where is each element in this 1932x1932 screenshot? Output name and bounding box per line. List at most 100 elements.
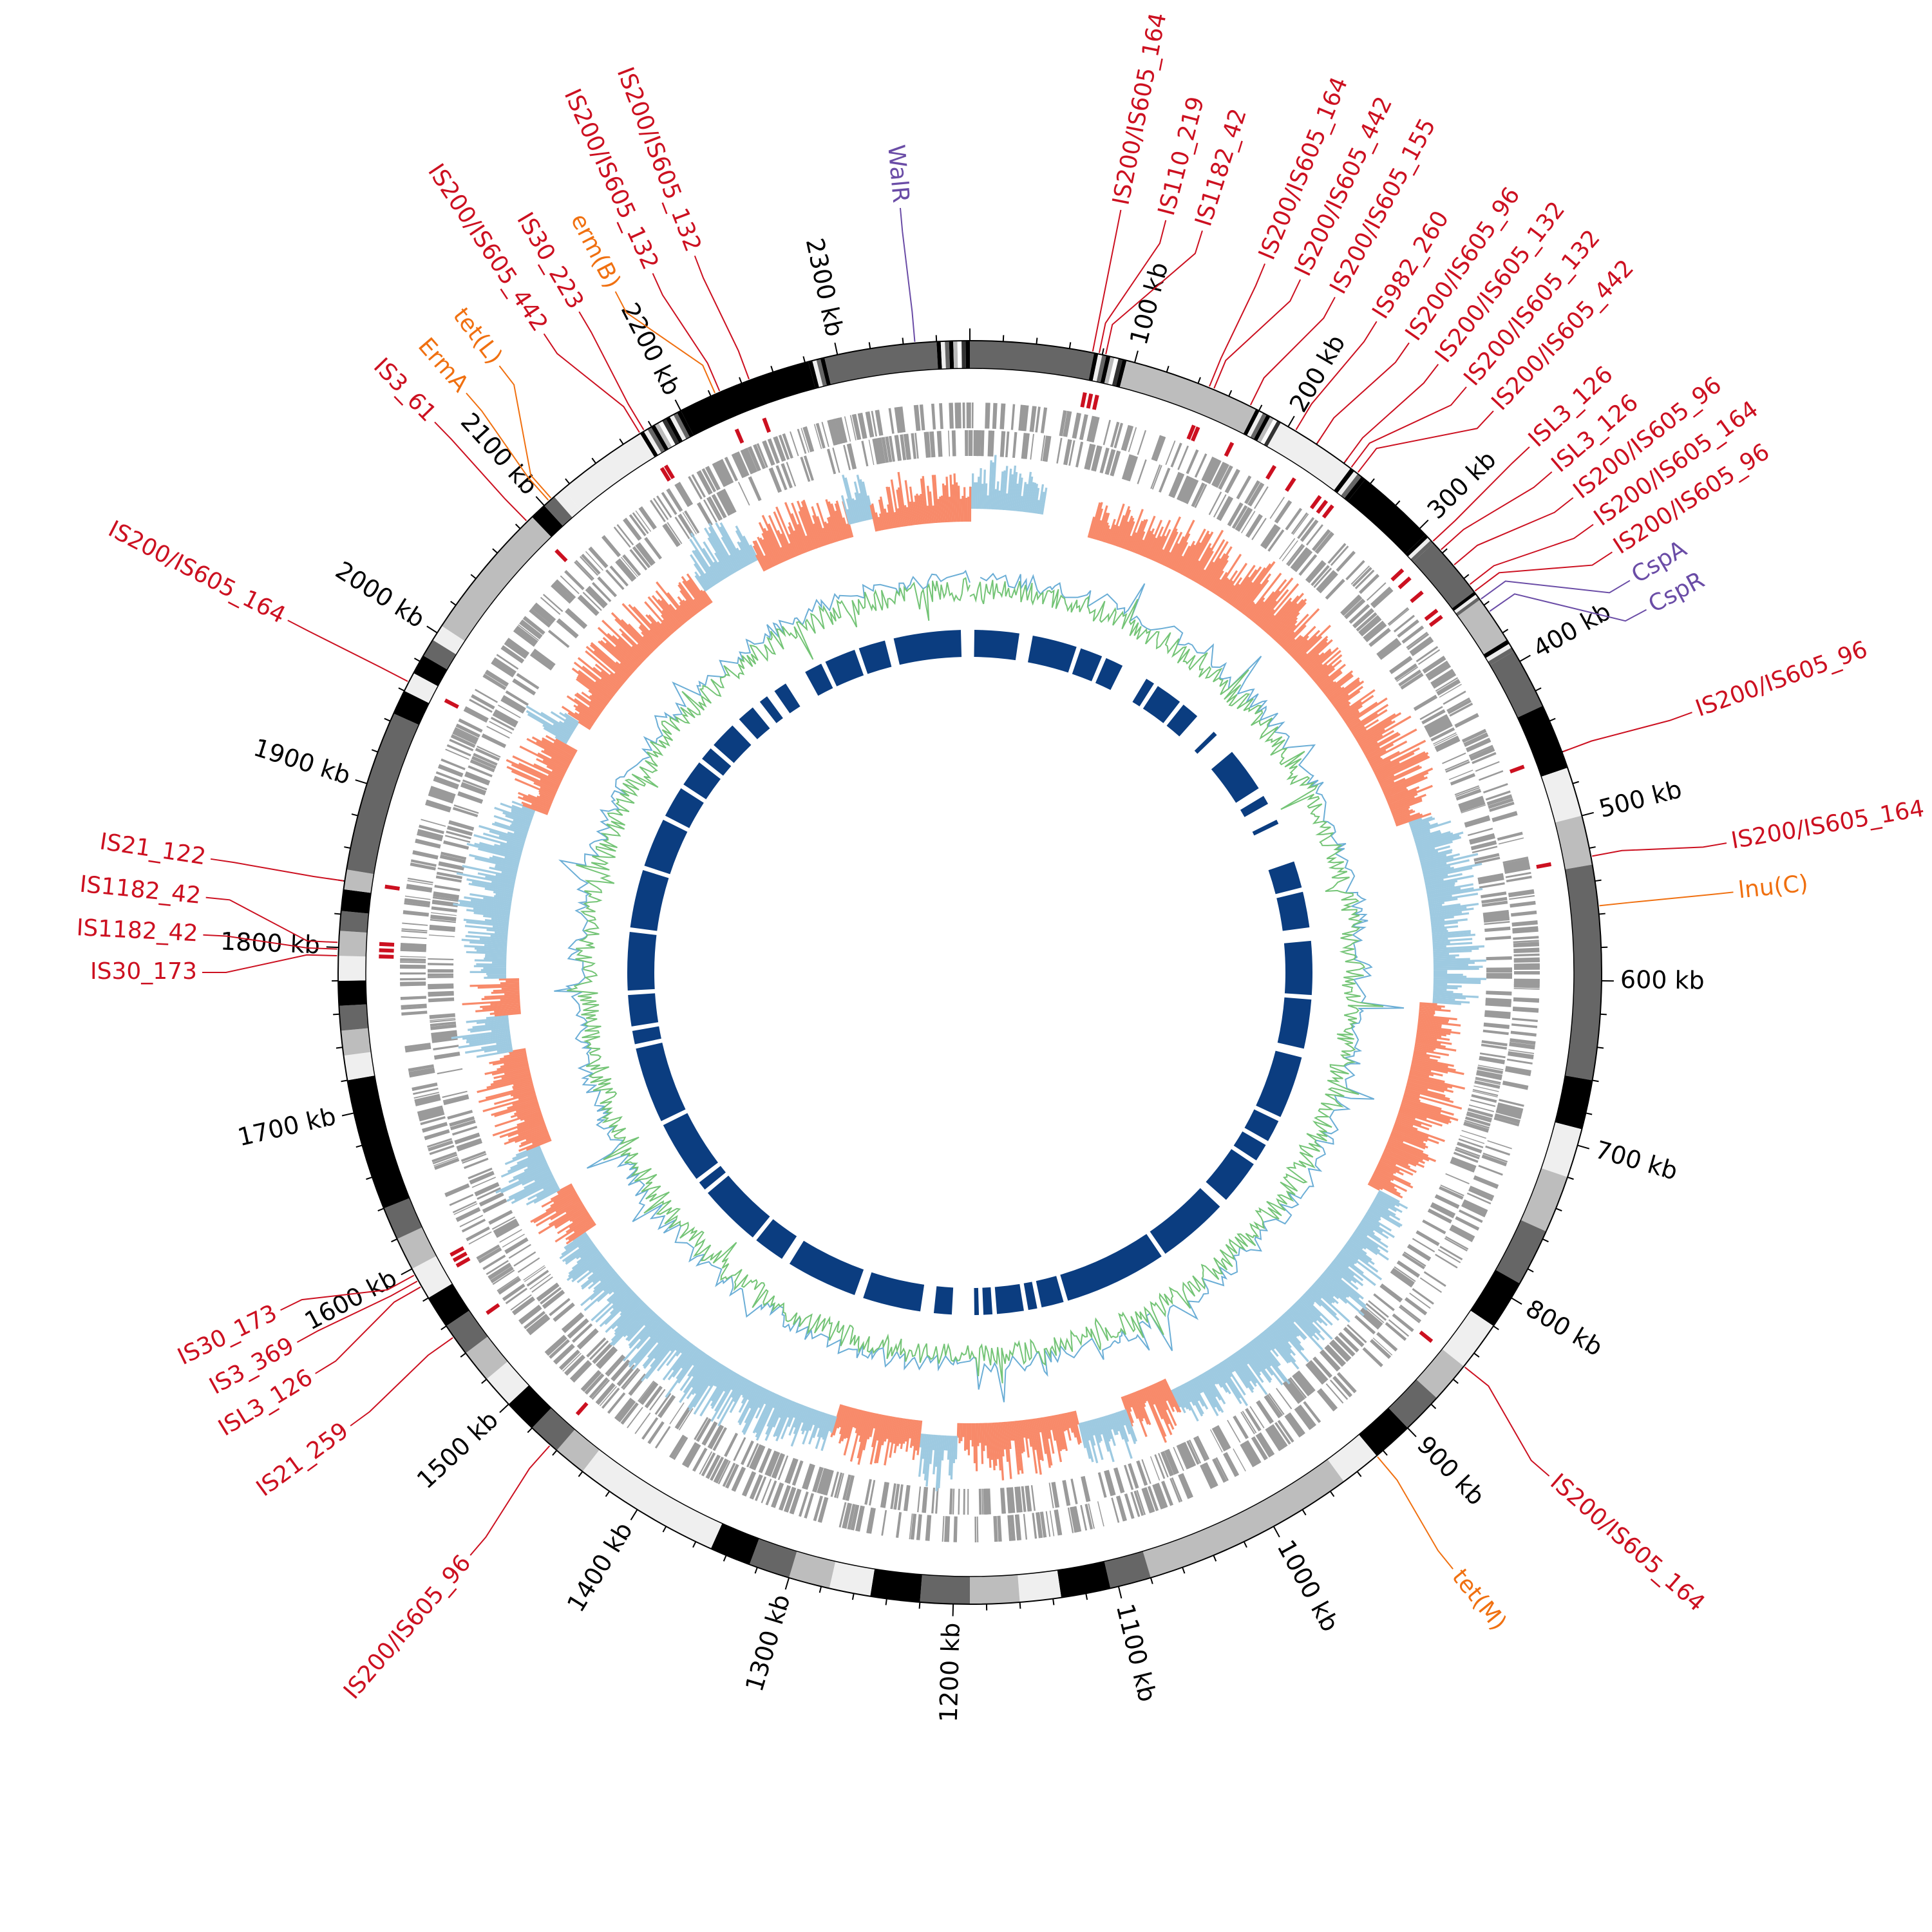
- cds-mark: [562, 1352, 582, 1372]
- gc-skew-bar: [798, 511, 815, 550]
- gc-skew-bar: [1414, 1050, 1427, 1054]
- cds-mark: [817, 1468, 828, 1494]
- minor-tick: [1549, 717, 1556, 722]
- gc-skew-bar: [919, 1433, 923, 1448]
- gc-skew-bar: [531, 1135, 551, 1145]
- cds-mark: [956, 402, 961, 429]
- cds-mark: [1481, 1043, 1507, 1050]
- gc-skew-bar: [1162, 551, 1171, 566]
- gc-skew-bar: [521, 801, 549, 814]
- gc-skew-bar: [922, 1434, 927, 1459]
- cds-mark: [847, 1504, 856, 1530]
- gc-skew-bar: [775, 1400, 794, 1442]
- cds-mark: [929, 431, 936, 458]
- gc-skew-bar: [1049, 1416, 1056, 1441]
- gc-skew-bar: [1140, 530, 1152, 556]
- gc-skew-bar: [743, 535, 757, 562]
- gc-skew-bar: [550, 1186, 574, 1201]
- cds-mark: [503, 695, 526, 710]
- gc-skew-bar: [615, 661, 632, 676]
- gc-skew-bar: [1419, 1005, 1442, 1010]
- gc-skew-bar: [1395, 1119, 1414, 1127]
- cds-mark: [713, 494, 727, 518]
- gc-skew-bar: [501, 871, 517, 876]
- gc-skew-bar: [565, 1223, 596, 1245]
- cds-mark: [440, 758, 466, 771]
- gc-skew-bar: [1039, 491, 1045, 515]
- gc-skew-bar: [571, 1256, 605, 1283]
- gc-skew-bar: [703, 590, 713, 603]
- gc-skew-bar: [533, 1188, 561, 1204]
- cds-mark: [638, 1380, 654, 1402]
- gc-skew-bar: [1334, 1257, 1364, 1282]
- cds-mark: [401, 928, 428, 932]
- cds-mark: [725, 1464, 738, 1488]
- gc-skew-bar: [938, 1435, 943, 1488]
- label-leader-line: [315, 1286, 421, 1374]
- gc-skew-bar: [1414, 829, 1441, 840]
- gc-skew-bar: [1325, 1269, 1360, 1299]
- cds-mark: [893, 1483, 898, 1510]
- cds-mark: [428, 973, 454, 977]
- cds-mark: [432, 900, 459, 905]
- cds-mark: [429, 1013, 455, 1019]
- gc-skew-bar: [456, 872, 515, 886]
- cds-mark: [1416, 646, 1439, 663]
- cds-mark: [589, 1377, 609, 1399]
- ideogram-band: [428, 1283, 469, 1327]
- gc-skew-bar: [1356, 1227, 1368, 1237]
- gc-skew-bar: [649, 1320, 665, 1338]
- cds-mark: [747, 446, 761, 471]
- cds-mark: [1399, 1304, 1422, 1322]
- cds-mark: [433, 1157, 459, 1166]
- gc-skew-bar: [1311, 1284, 1333, 1304]
- gc-skew-bar: [511, 770, 558, 792]
- cds-mark: [1151, 465, 1162, 490]
- cds-mark: [771, 1482, 782, 1508]
- cds-mark: [674, 484, 690, 507]
- ideogram-band: [341, 889, 372, 914]
- minor-tick: [1258, 404, 1263, 412]
- gc-skew-bar: [1243, 601, 1255, 616]
- cds-mark: [468, 1231, 492, 1245]
- cds-mark: [560, 575, 580, 594]
- cds-mark: [540, 1287, 562, 1305]
- gc-skew-bar: [593, 1270, 616, 1290]
- minor-tick: [1527, 1268, 1534, 1273]
- gc-skew-bar: [542, 1182, 557, 1191]
- gc-skew-bar: [1023, 484, 1028, 513]
- gc-skew-bar: [645, 614, 668, 639]
- ideogram-outline-inner: [365, 368, 1575, 1577]
- cds-mark: [564, 570, 585, 591]
- cds-mark: [978, 1488, 982, 1515]
- gc-skew-bar: [741, 1387, 766, 1434]
- gc-skew-bar: [550, 711, 577, 728]
- gc-skew-bar: [869, 1414, 882, 1465]
- gc-skew-bar: [555, 738, 578, 752]
- gc-skew-bar: [609, 1305, 649, 1346]
- gc-skew-bar: [1390, 1134, 1426, 1150]
- cds-mark: [1154, 1454, 1166, 1479]
- cds-mark: [1285, 1380, 1303, 1403]
- gc-skew-bar: [620, 1294, 638, 1313]
- cds-mark: [885, 436, 893, 462]
- gc-skew-bar: [1236, 563, 1272, 611]
- gc-skew-bar: [735, 525, 756, 562]
- cds-mark: [494, 657, 516, 673]
- cds-mark: [1425, 660, 1448, 677]
- gc-skew-bar: [656, 1336, 685, 1372]
- gc-skew-bar: [578, 670, 614, 698]
- cds-mark: [607, 1392, 626, 1414]
- ideogram-ring: [337, 340, 1602, 1605]
- cds-mark: [1470, 837, 1495, 844]
- gc-skew-bar: [1416, 836, 1462, 851]
- cds-mark: [1365, 623, 1387, 643]
- gc-skew-bar: [826, 517, 837, 543]
- gc-skew-bar: [912, 1420, 919, 1461]
- gc-skew-bar: [1312, 654, 1343, 681]
- gc-skew-bar: [489, 830, 526, 843]
- cds-mark: [554, 580, 575, 600]
- cds-mark: [1209, 1429, 1223, 1453]
- cds-mark: [582, 592, 602, 611]
